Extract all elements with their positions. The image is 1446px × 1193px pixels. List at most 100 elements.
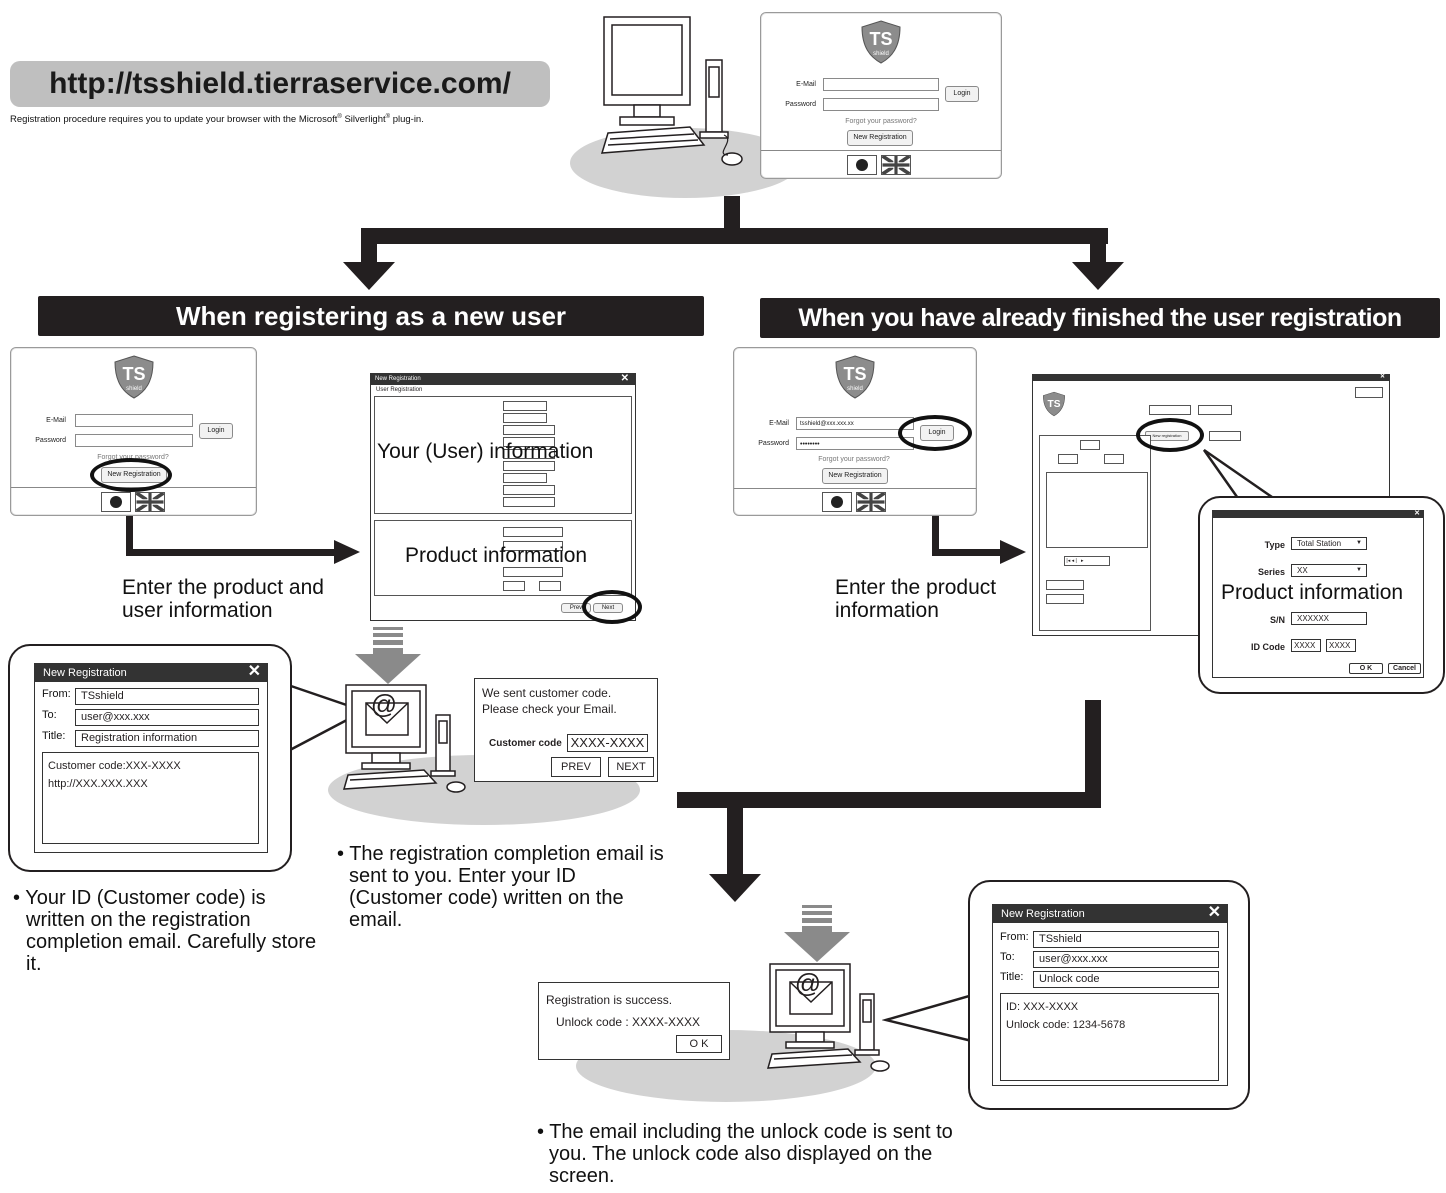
- japan-flag-icon[interactable]: [822, 492, 852, 512]
- svg-text:shield: shield: [873, 51, 889, 57]
- title-field: Registration information: [75, 730, 259, 747]
- success-message: Registration is success.: [546, 993, 673, 1007]
- email-title-bar: New Registration✕: [993, 904, 1227, 923]
- from-label: From:: [42, 688, 71, 700]
- type-select[interactable]: Total Station▼: [1291, 537, 1367, 550]
- highlight-new-registration: [1136, 418, 1204, 452]
- password-input[interactable]: ••••••••: [796, 437, 914, 450]
- svg-text:TS: TS: [1048, 399, 1061, 410]
- password-label: Password: [758, 440, 789, 447]
- to-label: To:: [42, 709, 57, 721]
- new-registration-form-window: New Registration✕ User Registration Your…: [370, 373, 636, 621]
- from-field: TSshield: [1033, 931, 1219, 948]
- uk-flag-icon[interactable]: [856, 492, 886, 512]
- ok-button[interactable]: O K: [1349, 663, 1383, 674]
- email-at-icon: @: [371, 689, 397, 719]
- uk-flag-icon[interactable]: [135, 492, 165, 512]
- site-url[interactable]: http://tsshield.tierraservice.com/: [10, 61, 550, 107]
- cancel-button[interactable]: Cancel: [1388, 663, 1421, 674]
- computer-icon: @: [766, 963, 890, 1072]
- close-icon[interactable]: ✕: [247, 663, 261, 680]
- close-icon[interactable]: ✕: [1379, 374, 1385, 380]
- password-input[interactable]: [823, 98, 939, 111]
- type-label: Type: [1264, 540, 1285, 550]
- pager[interactable]: |◂ ◂ | ▸: [1064, 556, 1110, 566]
- email-input[interactable]: [823, 78, 939, 91]
- sn-input[interactable]: XXXXXX: [1291, 612, 1367, 625]
- email-title-bar: New Registration✕: [35, 663, 267, 682]
- computer-icon: [600, 16, 743, 166]
- plugin-requirement-note: Registration procedure requires you to u…: [10, 114, 424, 126]
- email-window: New Registration✕ From: TSshield To: use…: [992, 904, 1228, 1086]
- svg-text:TS: TS: [122, 364, 145, 384]
- customer-code-label: Customer code: [489, 738, 562, 749]
- svg-text:TS: TS: [843, 364, 866, 384]
- body-line: ID: XXX-XXXX: [1006, 1001, 1079, 1013]
- japan-flag-icon[interactable]: [101, 492, 131, 512]
- login-button[interactable]: Login: [199, 423, 233, 439]
- next-button[interactable]: NEXT: [608, 757, 654, 777]
- close-icon[interactable]: ✕: [1414, 510, 1420, 517]
- close-icon[interactable]: ✕: [620, 373, 629, 384]
- to-field: user@xxx.xxx: [1033, 951, 1219, 968]
- computer-icon: @: [342, 684, 466, 793]
- highlight-login-button: [898, 415, 972, 451]
- chevron-down-icon: ▼: [1356, 567, 1362, 573]
- email-window: New Registration✕ From: TSshield To: use…: [34, 663, 268, 853]
- bullet-unlock-code: • The email including the unlock code is…: [537, 1121, 953, 1187]
- bullet-customer-code: • Your ID (Customer code) is written on …: [13, 887, 317, 975]
- svg-text:shield: shield: [847, 386, 863, 392]
- to-label: To:: [1000, 951, 1015, 963]
- id-code-label: ID Code: [1250, 642, 1285, 652]
- new-user-header: When registering as a new user: [38, 296, 704, 336]
- uk-flag-icon[interactable]: [881, 155, 911, 175]
- new-user-instruction: Enter the product and user information: [122, 576, 324, 622]
- prev-button[interactable]: PREV: [551, 757, 601, 777]
- new-user-login-panel: TS shield E-Mail Password Login Forgot y…: [10, 347, 257, 516]
- close-icon[interactable]: ✕: [1207, 904, 1221, 921]
- sn-label: S/N: [1269, 615, 1285, 625]
- series-label: Series: [1257, 567, 1285, 577]
- dialog-message: We sent customer code. Please check your…: [482, 686, 617, 716]
- product-info-label: Product information: [405, 544, 588, 567]
- email-label: E-Mail: [46, 417, 66, 424]
- product-info-section: [374, 520, 632, 596]
- product-dialog-bubble: ✕ Type Total Station▼ Series XX▼ Product…: [1198, 496, 1445, 694]
- unlock-code-text: Unlock code : XXXX-XXXX: [556, 1015, 701, 1029]
- forgot-password-link[interactable]: Forgot your password?: [845, 118, 917, 125]
- shield-logo-icon: TS shield: [835, 355, 875, 399]
- product-dialog: ✕ Type Total Station▼ Series XX▼ Product…: [1212, 510, 1424, 678]
- forgot-password-link[interactable]: Forgot your password?: [818, 456, 890, 463]
- password-label: Password: [35, 437, 66, 444]
- password-input[interactable]: [75, 434, 193, 447]
- registration-success-dialog: Registration is success. Unlock code : X…: [538, 982, 730, 1060]
- to-field: user@xxx.xxx: [75, 709, 259, 726]
- existing-user-login-panel: TS shield E-Mail tsshield@xxx.xxx.xx Pas…: [733, 347, 977, 516]
- from-label: From:: [1000, 931, 1029, 943]
- login-panel: TS shield E-Mail Password Login Forgot y…: [760, 12, 1002, 179]
- id-code-input-2[interactable]: XXXX: [1326, 639, 1356, 652]
- japan-flag-icon[interactable]: [847, 155, 877, 175]
- email-at-icon: @: [795, 968, 821, 998]
- password-label: Password: [785, 101, 816, 108]
- email-input[interactable]: [75, 414, 193, 427]
- title-label: Title:: [42, 730, 66, 742]
- svg-text:TS: TS: [869, 29, 892, 49]
- series-select[interactable]: XX▼: [1291, 564, 1367, 577]
- id-code-input-1[interactable]: XXXX: [1291, 639, 1321, 652]
- new-registration-button[interactable]: New Registration: [847, 130, 913, 146]
- ok-button[interactable]: O K: [676, 1035, 722, 1053]
- new-registration-button[interactable]: New Registration: [822, 468, 888, 484]
- login-button[interactable]: Login: [945, 86, 979, 102]
- email-body: Customer code:XXX-XXXX http://XXX.XXX.XX…: [42, 752, 259, 844]
- email-body: ID: XXX-XXXX Unlock code: 1234-5678: [1000, 993, 1219, 1081]
- shield-logo-icon: TS shield: [861, 20, 901, 64]
- body-line: http://XXX.XXX.XXX: [48, 778, 148, 790]
- chevron-down-icon: ▼: [1356, 540, 1362, 546]
- email-input[interactable]: tsshield@xxx.xxx.xx: [796, 417, 914, 430]
- product-info-label: Product information: [1221, 581, 1404, 604]
- body-line: Unlock code: 1234-5678: [1006, 1019, 1126, 1031]
- customer-code-input[interactable]: XXXX-XXXX: [567, 734, 648, 752]
- highlight-new-registration: [90, 458, 172, 492]
- svg-text:shield: shield: [126, 386, 142, 392]
